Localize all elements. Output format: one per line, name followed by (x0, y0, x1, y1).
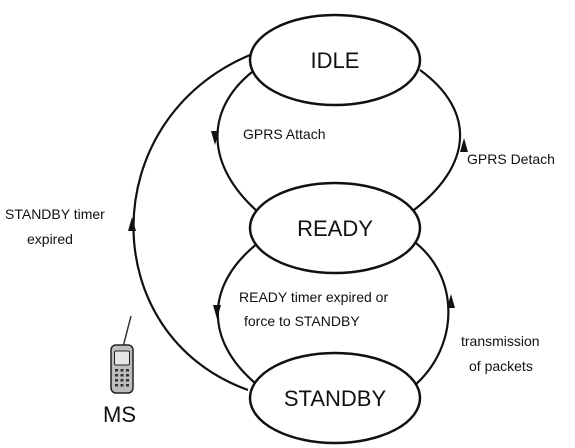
label-ready-timer-line1: READY timer expired or (239, 289, 388, 305)
edge-transmission-of-packets (411, 239, 450, 386)
label-transmission-line1: transmission (461, 333, 540, 349)
state-standby: STANDBY (248, 351, 422, 445)
mobile-phone-icon (110, 315, 134, 394)
state-idle: IDLE (248, 13, 422, 107)
label-standby-timer-line2: expired (27, 231, 73, 247)
arrow-gprs-detach (460, 138, 468, 152)
arrow-transmission-of-packets (447, 294, 455, 308)
arrow-ready-timer-expired (213, 305, 221, 319)
state-idle-label: IDLE (311, 48, 360, 73)
state-ready: READY (248, 181, 422, 275)
mobile-station-label: MS (103, 402, 136, 427)
arrow-standby-timer-expired (128, 217, 136, 231)
label-gprs-attach: GPRS Attach (243, 126, 325, 142)
label-standby-timer-line1: STANDBY timer (5, 206, 105, 222)
arrow-gprs-attach (211, 131, 219, 145)
edge-gprs-detach (409, 69, 462, 214)
label-ready-timer-line2: force to STANDBY (244, 313, 360, 329)
edge-standby-timer-expired (132, 53, 251, 392)
label-gprs-detach: GPRS Detach (467, 151, 555, 167)
state-ready-shape (248, 181, 422, 275)
state-standby-shape (248, 351, 422, 445)
label-transmission-line2: of packets (469, 358, 533, 374)
edge-gprs-attach (216, 71, 259, 213)
state-ready-label: READY (297, 216, 373, 241)
state-idle-shape (248, 13, 422, 107)
state-standby-label: STANDBY (284, 386, 387, 411)
